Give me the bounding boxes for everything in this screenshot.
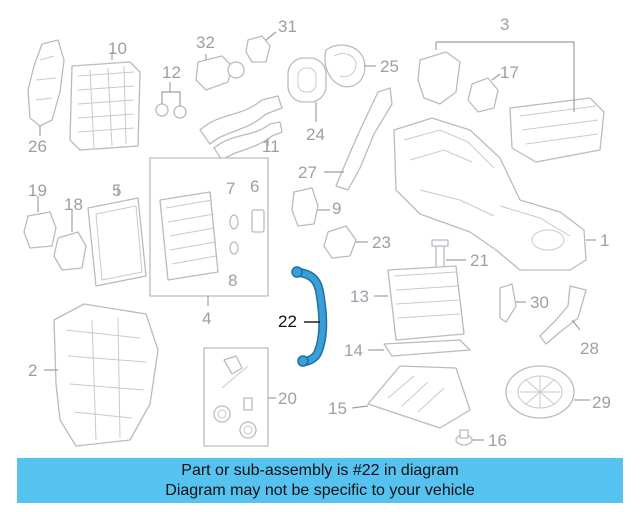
leader-15	[351, 405, 369, 409]
callout-6[interactable]: 6	[250, 177, 259, 196]
part-3-upper-housing[interactable]	[417, 51, 605, 163]
callout-17[interactable]: 17	[500, 63, 519, 82]
callout-5[interactable]: 5	[112, 181, 121, 200]
callout-29[interactable]: 29	[592, 393, 611, 412]
part-20-hardware[interactable]	[203, 347, 269, 447]
part-28-bracket[interactable]	[539, 285, 587, 345]
part-24-gasket[interactable]	[287, 57, 327, 103]
callout-26[interactable]: 26	[28, 137, 47, 156]
callout-9[interactable]: 9	[332, 199, 341, 218]
part-4-evaporator-group[interactable]	[149, 157, 269, 297]
callout-1[interactable]: 1	[600, 231, 609, 250]
part-29-blower[interactable]	[505, 365, 575, 419]
part-18-mount[interactable]	[53, 231, 87, 271]
part-21-bolt[interactable]	[431, 239, 449, 269]
callout-21[interactable]: 21	[470, 251, 489, 270]
leader-31	[265, 31, 277, 41]
part-26-bracket[interactable]	[27, 39, 65, 127]
part-19-mount[interactable]	[23, 211, 57, 249]
callout-32[interactable]: 32	[196, 33, 215, 52]
callout-16[interactable]: 16	[488, 431, 507, 450]
part-30-bracket[interactable]	[499, 283, 517, 323]
leader-3	[435, 41, 575, 112]
part-32-valve[interactable]	[195, 55, 245, 91]
callout-30[interactable]: 30	[530, 293, 549, 312]
banner-line-1: Part or sub-assembly is #22 in diagram	[181, 462, 459, 479]
part-16-clip[interactable]	[455, 429, 473, 446]
info-banner: Part or sub-assembly is #22 in diagram D…	[17, 458, 623, 503]
callout-22[interactable]: 22	[278, 312, 297, 331]
part-10-core[interactable]	[69, 61, 141, 151]
callout-15[interactable]: 15	[328, 399, 347, 418]
callout-13[interactable]: 13	[350, 287, 369, 306]
callout-3[interactable]: 3	[500, 15, 509, 34]
part-9-sensor[interactable]	[291, 187, 319, 227]
callout-20[interactable]: 20	[278, 389, 297, 408]
callout-8[interactable]: 8	[228, 271, 237, 290]
callout-19[interactable]: 19	[28, 181, 47, 200]
callout-12[interactable]: 12	[162, 63, 181, 82]
callout-10[interactable]: 10	[108, 39, 127, 58]
leader-12	[161, 82, 181, 106]
callout-14[interactable]: 14	[344, 341, 363, 360]
part-7-oring[interactable]	[229, 214, 239, 230]
part-8-oring[interactable]	[229, 241, 239, 255]
part-25-seal[interactable]	[324, 44, 366, 88]
callout-25[interactable]: 25	[380, 57, 399, 76]
part-5-filter[interactable]	[87, 197, 147, 287]
part-31-sensor[interactable]	[245, 35, 271, 63]
callout-11[interactable]: 11	[262, 137, 280, 156]
callout-28[interactable]: 28	[580, 339, 599, 358]
part-2-lower-housing[interactable]	[53, 303, 159, 447]
part-15-tray[interactable]	[367, 365, 471, 429]
callout-24[interactable]: 24	[306, 125, 325, 144]
leader-17	[491, 73, 501, 81]
callout-18[interactable]: 18	[64, 195, 83, 214]
part-13-filter[interactable]	[387, 265, 465, 341]
part-22-drain-hose[interactable]	[291, 266, 328, 367]
callout-2[interactable]: 2	[28, 361, 37, 380]
part-23-actuator[interactable]	[323, 225, 357, 259]
banner-line-2: Diagram may not be specific to your vehi…	[165, 482, 475, 499]
callout-23[interactable]: 23	[372, 233, 391, 252]
callout-31[interactable]: 31	[278, 17, 297, 36]
part-11-pipes[interactable]	[199, 95, 283, 161]
part-17-bracket[interactable]	[467, 77, 499, 113]
callout-27[interactable]: 27	[298, 163, 317, 182]
part-1-hvac-housing[interactable]	[393, 117, 587, 271]
part-27-bracket[interactable]	[335, 87, 393, 191]
part-6-valve[interactable]	[251, 209, 265, 233]
callout-7[interactable]: 7	[226, 179, 235, 198]
leader-28	[571, 319, 581, 331]
part-12-orings[interactable]	[155, 103, 187, 119]
callout-4[interactable]: 4	[202, 309, 211, 328]
part-14-seal[interactable]	[383, 339, 471, 357]
